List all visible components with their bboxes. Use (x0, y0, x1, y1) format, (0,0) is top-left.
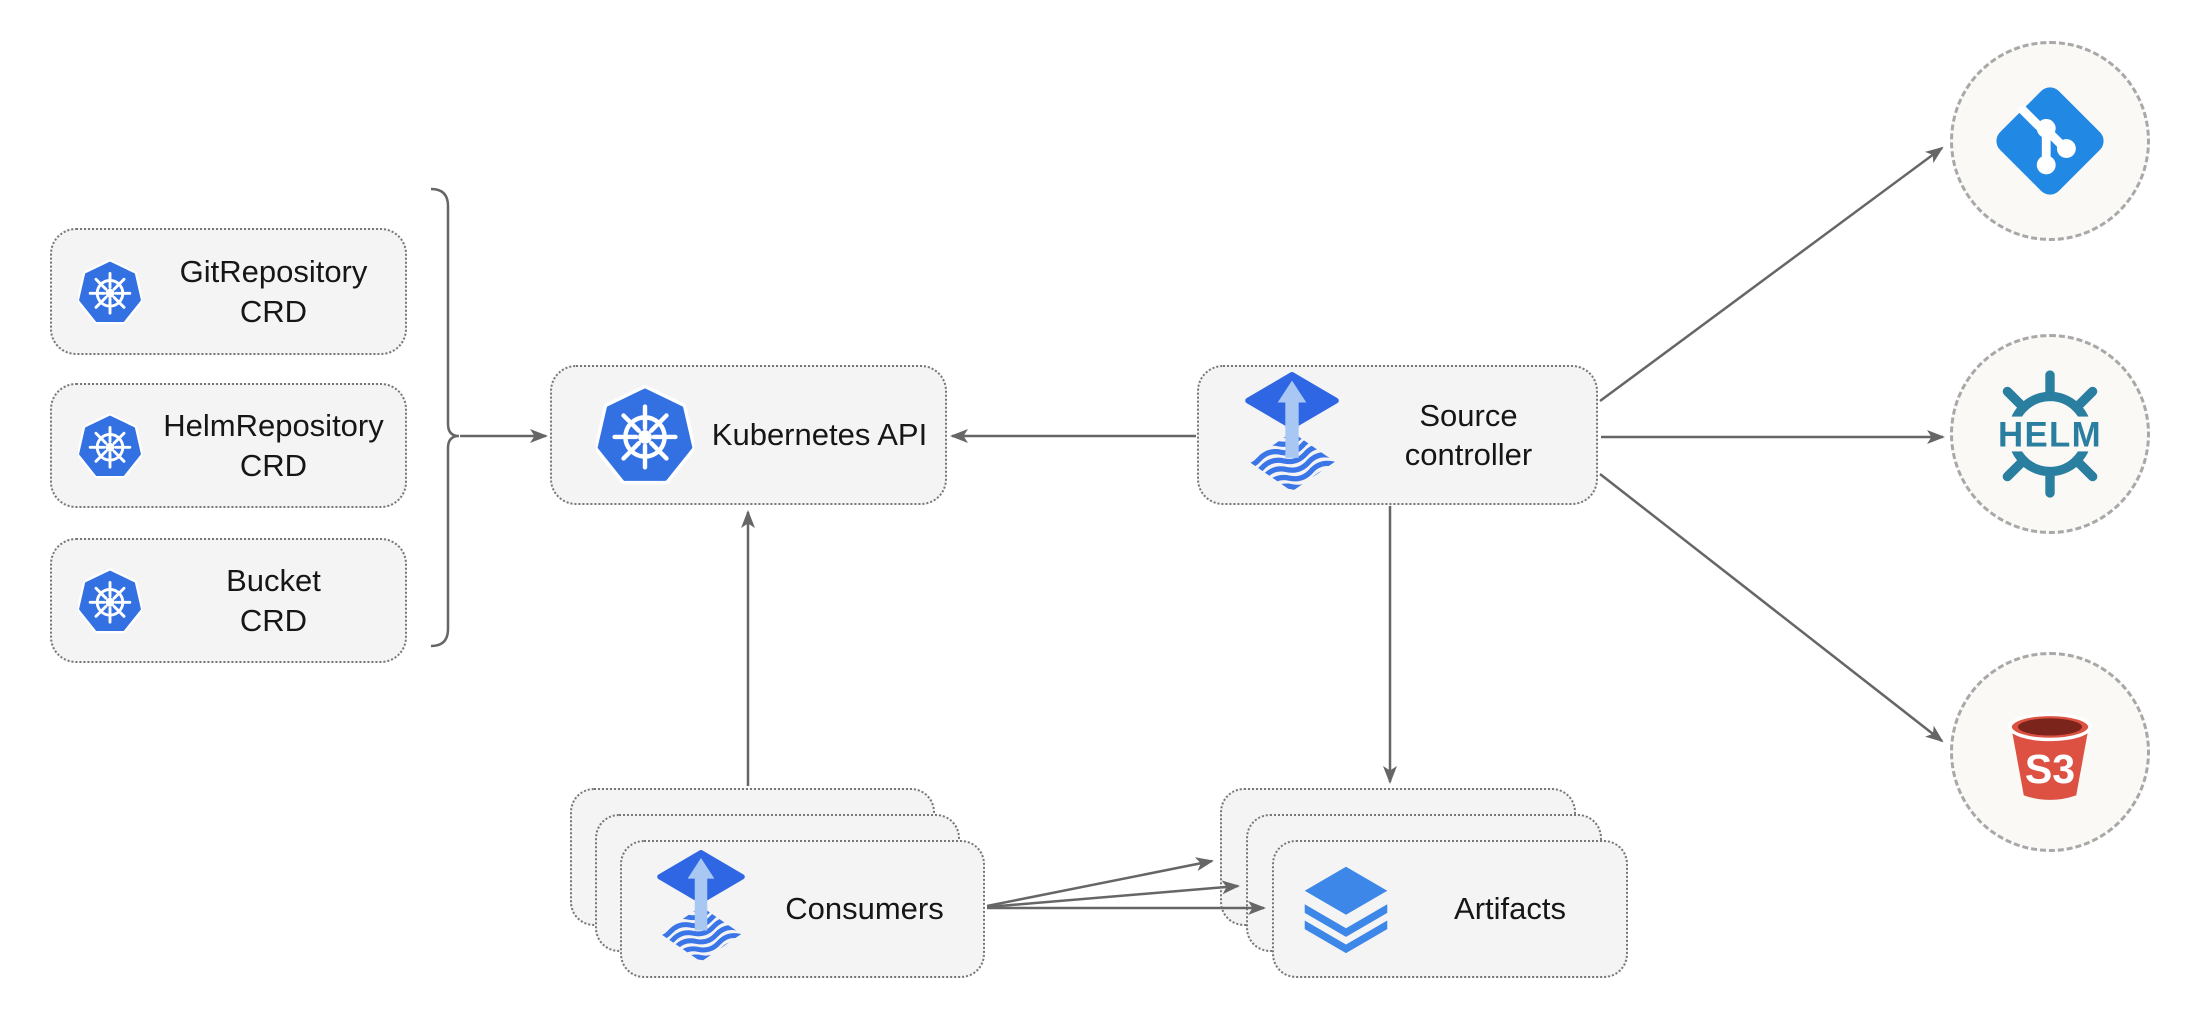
kubernetes-icon (78, 567, 142, 633)
git-circle-node (1950, 41, 2150, 241)
kubernetes-icon (596, 385, 694, 485)
helm-circle-node: HELM (1950, 334, 2150, 534)
flux-icon (657, 850, 745, 962)
helm-icon: HELM (1984, 370, 2116, 498)
consumers-label: Consumers (785, 891, 944, 927)
s3-circle-node: S3 (1950, 652, 2150, 852)
flux-icon (1245, 372, 1339, 492)
arrow-source-to-s3 (1599, 473, 1944, 743)
s3-bucket-icon: S3 (2008, 712, 2092, 800)
helm-wordmark: HELM (1998, 416, 2102, 455)
arrow-source-to-git (1599, 146, 1944, 403)
s3-wordmark: S3 (2025, 746, 2075, 792)
crd-group-bracket (430, 187, 460, 648)
kubernetes-icon (78, 258, 142, 324)
artifacts-label: Artifacts (1454, 891, 1566, 927)
kubernetes-api-node: Kubernetes API (550, 365, 947, 505)
artifacts-node: Artifacts (1272, 840, 1628, 978)
layers-icon (1304, 866, 1388, 954)
git-icon (1996, 87, 2104, 195)
arrow-consumers-to-artifacts-middle (986, 880, 1240, 909)
consumers-node: Consumers (620, 840, 985, 978)
arrow-consumers-to-artifacts-back (986, 857, 1214, 908)
kubernetes-api-label: Kubernetes API (711, 417, 928, 453)
kubernetes-icon (78, 412, 142, 478)
